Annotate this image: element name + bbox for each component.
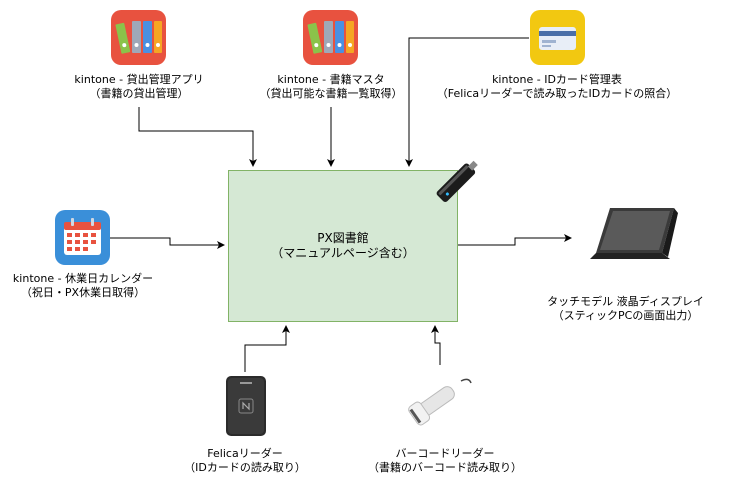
label-holiday-calendar: kintone - 休業日カレンダー （祝日・PX休業日取得） — [12, 272, 154, 299]
stick-pc-icon — [436, 160, 478, 202]
touch-monitor-icon — [590, 208, 678, 259]
label-loan-app: kintone - 貸出管理アプリ （書籍の貸出管理） — [74, 73, 204, 100]
edge-calendar — [110, 237, 225, 249]
label-id-card: kintone - IDカード管理表 （Felicaリーダーで読み取ったIDカー… — [436, 73, 678, 100]
calendar-icon — [55, 210, 110, 265]
edge-id-card — [405, 37, 529, 167]
label-book-master: kintone - 書籍マスタ （貸出可能な書籍一覧取得） — [259, 73, 403, 100]
px-library-box: PX図書館 （マニュアルページ含む） — [228, 170, 458, 322]
edge-barcode — [431, 325, 441, 365]
label-barcode-reader: バーコードリーダー （書籍のバーコード読み取り） — [368, 447, 522, 474]
edge-loan-app — [138, 107, 257, 167]
nfc-reader-icon — [226, 376, 266, 436]
label-touch-monitor: タッチモデル 液晶ディスプレイ （スティックPCの画面出力） — [547, 295, 704, 322]
px-library-label: PX図書館 （マニュアルページ含む） — [271, 231, 415, 260]
barcode-scanner-icon — [408, 378, 472, 426]
edge-monitor — [458, 234, 572, 246]
binders-icon — [111, 10, 166, 65]
id-card-icon — [530, 10, 585, 65]
label-felica-reader: Felicaリーダー （IDカードの読み取り） — [184, 447, 306, 474]
edge-felica — [244, 325, 290, 372]
binders-icon — [303, 10, 358, 65]
